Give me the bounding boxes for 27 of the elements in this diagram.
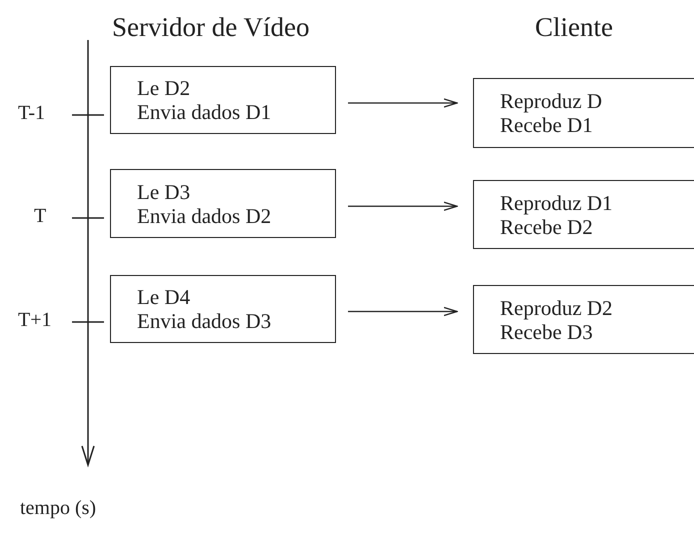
tick-label: T-1 bbox=[18, 102, 46, 125]
arrow bbox=[348, 306, 458, 316]
box-text: Recebe D1 bbox=[500, 113, 594, 137]
process-box bbox=[473, 285, 694, 354]
box-text: Envia dados D3 bbox=[137, 309, 272, 333]
column-heading: Servidor de Vídeo bbox=[112, 12, 310, 43]
box-text: Reproduz D bbox=[500, 89, 604, 113]
arrow bbox=[348, 202, 458, 211]
box-text: Recebe D2 bbox=[500, 214, 594, 238]
box-text: Le D2 bbox=[137, 76, 192, 100]
box-text: Recebe D3 bbox=[500, 320, 594, 344]
arrow bbox=[348, 98, 458, 108]
process-box bbox=[110, 169, 336, 238]
process-box bbox=[473, 78, 694, 148]
column-heading: Cliente bbox=[535, 12, 613, 43]
axis-label: tempo (s) bbox=[20, 497, 96, 520]
process-box bbox=[110, 275, 336, 343]
process-box bbox=[473, 180, 694, 249]
box-text: Reproduz D2 bbox=[500, 296, 614, 320]
box-text: Envia dados D1 bbox=[137, 100, 272, 124]
box-text: Reproduz D1 bbox=[500, 190, 614, 214]
tick-label: T bbox=[34, 205, 46, 228]
box-text: Envia dados D2 bbox=[137, 204, 272, 228]
box-text: Le D4 bbox=[137, 285, 192, 309]
box-text: Le D3 bbox=[137, 180, 192, 204]
process-box bbox=[110, 66, 336, 134]
tick-label: T+1 bbox=[18, 309, 52, 332]
